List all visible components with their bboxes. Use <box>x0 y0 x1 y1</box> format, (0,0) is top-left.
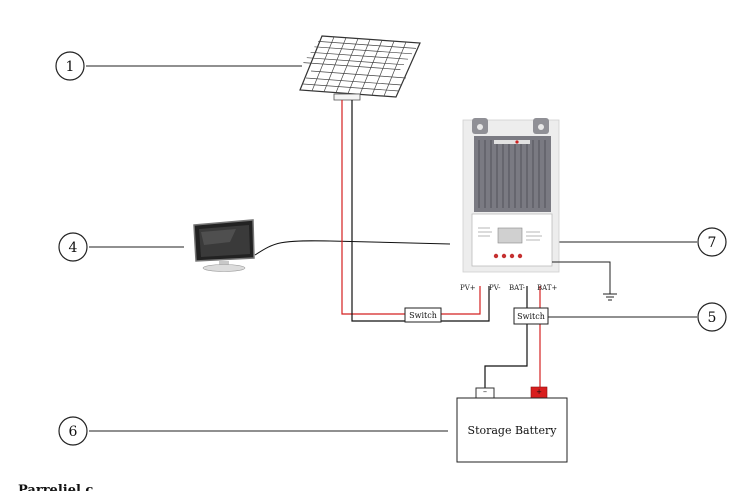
callout-7-number: 7 <box>708 235 717 251</box>
monitor <box>193 219 255 272</box>
battery-positive-mark: + <box>536 388 542 396</box>
footer-text: Parreliel c <box>18 483 93 491</box>
pv-minus-label: PV- <box>489 284 501 292</box>
battery-switch: Switch <box>513 307 549 325</box>
callout-6-number: 6 <box>69 424 78 440</box>
callout-5: 5 <box>697 302 727 332</box>
battery-wiring <box>484 286 541 390</box>
ground-connection <box>552 261 617 301</box>
battery-negative-mark: – <box>483 387 487 396</box>
solar-panel <box>299 35 421 101</box>
pv-switch: Switch <box>404 307 442 323</box>
bat-minus-label: BAT- <box>509 284 526 292</box>
callout-6: 6 <box>58 416 88 446</box>
callout-4-number: 4 <box>69 240 78 256</box>
pv-plus-label: PV+ <box>460 284 476 292</box>
callout-1-number: 1 <box>66 59 75 75</box>
battery-label: Storage Battery <box>468 424 558 437</box>
callout-7: 7 <box>697 227 727 257</box>
battery-switch-label: Switch <box>517 312 545 321</box>
storage-battery: – + Storage Battery <box>456 386 568 463</box>
callout-lines <box>86 65 697 432</box>
charge-controller <box>462 118 560 273</box>
communication-cable <box>254 240 451 256</box>
footer-text-partial: Parreliel c <box>18 483 93 491</box>
terminal-labels: PV+ PV- BAT- BAT+ <box>460 284 557 292</box>
callout-5-number: 5 <box>708 310 717 326</box>
pv-switch-label: Switch <box>409 311 437 320</box>
bat-plus-label: BAT+ <box>537 284 557 292</box>
callout-4: 4 <box>58 232 88 262</box>
callout-1: 1 <box>55 51 85 81</box>
